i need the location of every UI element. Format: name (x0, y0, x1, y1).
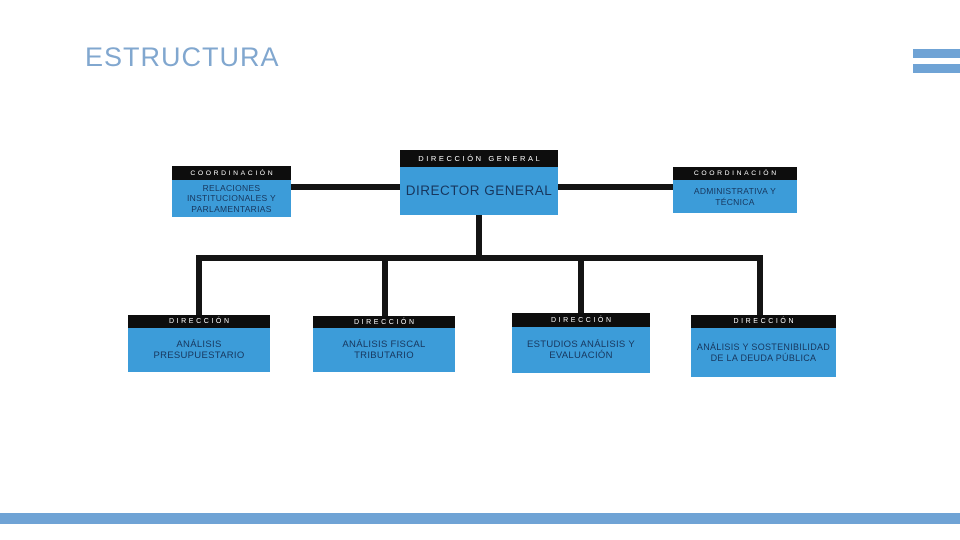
node-header: DIRECCIÓN (313, 316, 455, 328)
node-direction-estudios-analisis: DIRECCIÓN ESTUDIOS ANÁLISIS Y EVALUACIÓN (512, 313, 650, 373)
node-header: COORDINACIÓN (172, 166, 291, 180)
accent-bar-top-2 (913, 64, 960, 73)
node-coordination-relaciones: COORDINACIÓN RELACIONES INSTITUCIONALES … (172, 166, 291, 217)
node-header: DIRECCIÓN (128, 315, 270, 328)
node-label: RELACIONES INSTITUCIONALES Y PARLAMENTAR… (172, 180, 291, 217)
node-label: DIRECTOR GENERAL (400, 167, 558, 215)
connector-distribution-line (196, 255, 763, 261)
connector-root-to-right-coordination (558, 184, 673, 190)
node-direction-analisis-presupuestario: DIRECCIÓN ANÁLISIS PRESUPUESTARIO (128, 315, 270, 372)
node-header: COORDINACIÓN (673, 167, 797, 180)
accent-bar-bottom (0, 513, 960, 524)
connector-drop-direction-3 (578, 261, 584, 313)
node-label: ADMINISTRATIVA Y TÉCNICA (673, 180, 797, 213)
node-header: DIRECCIÓN (512, 313, 650, 327)
node-label: ANÁLISIS Y SOSTENIBILIDAD DE LA DEUDA PÚ… (691, 328, 836, 377)
accent-bar-top-1 (913, 49, 960, 58)
node-header: DIRECCIÓN GENERAL (400, 150, 558, 167)
node-coordination-administrativa: COORDINACIÓN ADMINISTRATIVA Y TÉCNICA (673, 167, 797, 213)
node-header: DIRECCIÓN (691, 315, 836, 328)
connector-drop-direction-4 (757, 261, 763, 315)
node-director-general: DIRECCIÓN GENERAL DIRECTOR GENERAL (400, 150, 558, 215)
slide-title: ESTRUCTURA (85, 42, 280, 72)
connector-drop-direction-2 (382, 261, 388, 316)
node-label: ESTUDIOS ANÁLISIS Y EVALUACIÓN (512, 327, 650, 373)
node-direction-deuda-publica: DIRECCIÓN ANÁLISIS Y SOSTENIBILIDAD DE L… (691, 315, 836, 377)
node-label: ANÁLISIS PRESUPUESTARIO (128, 328, 270, 372)
node-label: ANÁLISIS FISCAL TRIBUTARIO (313, 328, 455, 372)
connector-drop-direction-1 (196, 261, 202, 315)
connector-root-stem (476, 215, 482, 258)
node-direction-analisis-fiscal: DIRECCIÓN ANÁLISIS FISCAL TRIBUTARIO (313, 316, 455, 372)
connector-root-to-left-coordination (291, 184, 400, 190)
